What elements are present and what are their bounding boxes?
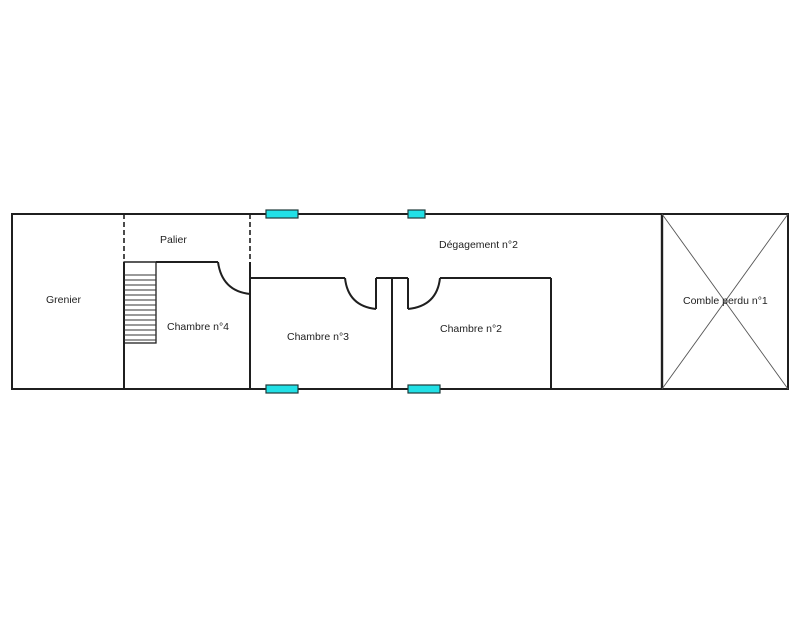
window-bottom-2 — [407, 384, 441, 394]
window-bottom-1 — [265, 384, 299, 394]
room-label-chambre2: Chambre n°2 — [440, 323, 502, 335]
stairs — [123, 261, 157, 344]
door-chambre4[interactable] — [217, 261, 251, 295]
comble-cross-2 — [661, 213, 789, 390]
window-top-1 — [265, 209, 299, 219]
room-label-chambre3: Chambre n°3 — [287, 331, 349, 343]
room-label-grenier: Grenier — [46, 294, 82, 306]
door-chambre3[interactable] — [344, 277, 377, 310]
room-label-palier: Palier — [160, 234, 187, 246]
room-label-chambre4: Chambre n°4 — [167, 321, 229, 333]
room-label-degagement2: Dégagement n°2 — [439, 239, 518, 251]
outer-wall — [11, 213, 789, 390]
window-top-2 — [407, 209, 426, 219]
room-label-comble1: Comble perdu n°1 — [683, 295, 768, 307]
door-chambre2[interactable] — [407, 277, 441, 310]
